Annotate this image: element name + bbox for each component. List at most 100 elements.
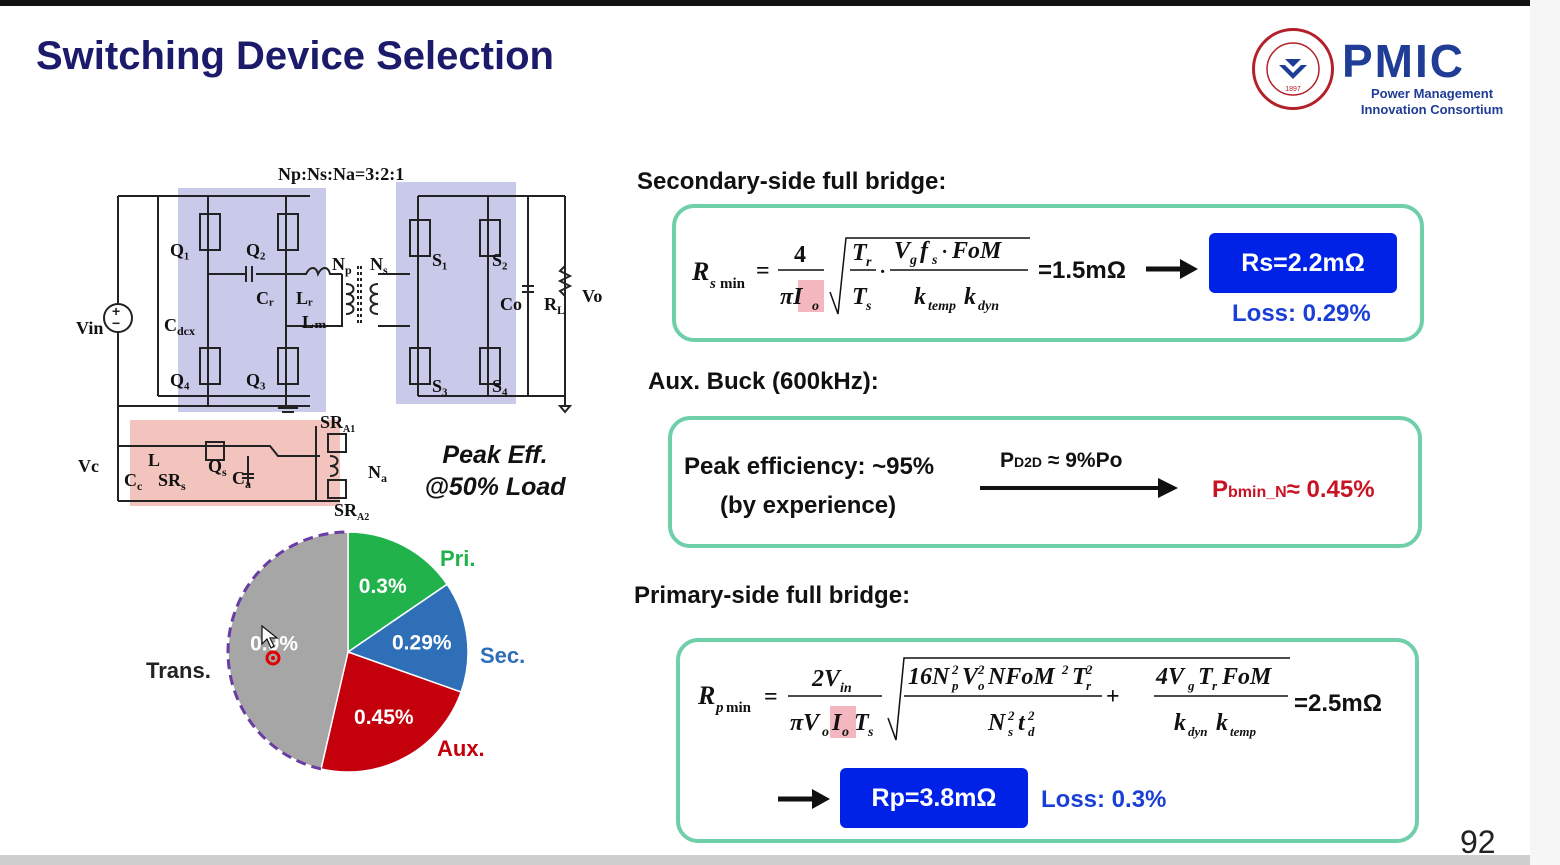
svg-text:Ns: Ns — [370, 254, 388, 277]
svg-text:o: o — [842, 725, 849, 740]
svg-text:R: R — [691, 257, 709, 286]
svg-text:V: V — [894, 238, 912, 264]
svg-text:temp: temp — [1230, 724, 1256, 739]
svg-text:o: o — [812, 299, 819, 314]
svg-text:k: k — [964, 284, 976, 310]
svg-text:4V: 4V — [1155, 664, 1186, 690]
primary-section-label: Primary-side full bridge: — [634, 582, 911, 609]
primary-formula-box — [676, 638, 1419, 843]
svg-text:2: 2 — [1085, 662, 1093, 677]
aux-pd2d-text: PD2D ≈ 9%Po — [1000, 449, 1123, 472]
svg-text:r: r — [866, 255, 872, 270]
pie-value-pri: 0.3% — [359, 575, 407, 598]
aux-peak-efficiency: Peak efficiency: ~95% — [684, 453, 935, 480]
svg-text:Cᵣ: Cᵣ — [256, 288, 274, 308]
svg-text:dyn: dyn — [1188, 724, 1208, 739]
secondary-section-label: Secondary-side full bridge: — [637, 168, 947, 195]
svg-text:o: o — [978, 678, 985, 693]
loss-breakdown-pie-chart: 0.3%0.29%0.45%0.9% — [226, 530, 469, 773]
svg-text:T: T — [1198, 664, 1214, 690]
svg-text:Np: Np — [332, 254, 352, 277]
svg-text:−: − — [112, 315, 120, 331]
svg-text:R: R — [697, 681, 715, 710]
rp-result-badge: Rp=3.8mΩ — [840, 768, 1028, 828]
pie-label-trans: Trans. — [146, 658, 211, 683]
pmic-logo-text: PMIC — [1342, 35, 1465, 87]
svg-text:s: s — [865, 299, 872, 314]
svg-text:16N: 16N — [908, 664, 951, 690]
svg-text:k: k — [914, 284, 926, 310]
svg-text:k: k — [1174, 710, 1186, 736]
svg-text:4: 4 — [794, 242, 806, 268]
svg-text:+: + — [112, 303, 120, 319]
svg-text:=: = — [764, 684, 778, 710]
converter-circuit-diagram: Np:Ns:Na=3:2:1 — [76, 164, 602, 523]
pie-label-pri: Pri. — [440, 546, 476, 571]
rs-result-badge: Rs=2.2mΩ — [1209, 233, 1397, 293]
svg-text:p: p — [951, 678, 959, 693]
svg-text:k: k — [1216, 710, 1228, 736]
svg-text:πI: πI — [780, 284, 804, 310]
svg-text:2: 2 — [1007, 708, 1015, 723]
svg-text:Na: Na — [368, 462, 387, 485]
window-right-margin — [1530, 0, 1560, 865]
svg-text:min: min — [720, 276, 746, 292]
peak-eff-line2: @50% Load — [424, 473, 566, 501]
slide-title: Switching Device Selection — [36, 34, 554, 78]
pie-slice-pri — [347, 531, 449, 654]
seal-year: 1897 — [1285, 86, 1301, 93]
svg-text:πV: πV — [790, 710, 821, 736]
aux-buck-region — [130, 420, 340, 506]
primary-loss: Loss: 0.3% — [1041, 786, 1167, 813]
svg-text:f: f — [920, 238, 930, 264]
pie-label-sec: Sec. — [480, 643, 526, 668]
pie-slice-trans — [227, 531, 349, 770]
svg-text:2: 2 — [977, 662, 985, 677]
pie-label-aux: Aux. — [437, 736, 485, 761]
pie-trans-dashed-outline — [226, 530, 349, 771]
pie-slice-aux — [320, 651, 463, 773]
svg-text:S₂: S₂ — [492, 250, 507, 270]
svg-text:Lᵣ: Lᵣ — [296, 288, 313, 308]
secondary-loss: Loss: 0.29% — [1232, 300, 1371, 327]
svg-text:=: = — [756, 258, 770, 284]
page-number: 92 — [1460, 824, 1496, 860]
svg-text:I: I — [831, 710, 843, 736]
mouse-cursor-icon — [261, 624, 281, 666]
svg-text:2: 2 — [1061, 662, 1069, 677]
vc-label: Vc — [78, 456, 99, 476]
svg-text:S₃: S₃ — [432, 376, 448, 396]
svg-text:Q₃: Q₃ — [246, 370, 266, 390]
svg-text:r: r — [1212, 678, 1218, 693]
aux-arrow-icon — [980, 478, 1178, 498]
pie-value-aux: 0.45% — [354, 706, 414, 729]
primary-bridge-region — [178, 188, 326, 412]
aux-box — [668, 416, 1422, 548]
peak-eff-line1: Peak Eff. — [442, 441, 548, 469]
svg-text:SRA1: SRA1 — [320, 412, 355, 435]
svg-text:+: + — [1106, 684, 1120, 710]
svg-text:RL: RL — [544, 294, 565, 317]
svg-text:o: o — [822, 725, 829, 740]
svg-text:FoM: FoM — [951, 238, 1003, 264]
secondary-arrow-icon — [1146, 259, 1198, 279]
svg-text:V: V — [962, 664, 980, 690]
svg-text:s: s — [1007, 724, 1013, 739]
svg-text:Lₘ: Lₘ — [302, 312, 327, 332]
svg-text:SRA2: SRA2 — [334, 500, 369, 523]
svg-text:NFoM: NFoM — [987, 664, 1056, 690]
svg-text:t: t — [1018, 710, 1026, 736]
svg-text:·: · — [880, 261, 885, 283]
window-bottom-bar — [0, 855, 1530, 865]
svg-text:min: min — [726, 700, 752, 716]
svg-text:Q₄: Q₄ — [170, 370, 190, 390]
svg-text:N: N — [987, 710, 1007, 736]
svg-text:p: p — [714, 700, 724, 716]
pmic-subtitle-line1: Power Management — [1370, 86, 1494, 101]
vo-label: Vo — [582, 286, 602, 306]
svg-text:T: T — [854, 710, 870, 736]
svg-text:g: g — [909, 253, 917, 268]
svg-text:T: T — [1072, 664, 1088, 690]
